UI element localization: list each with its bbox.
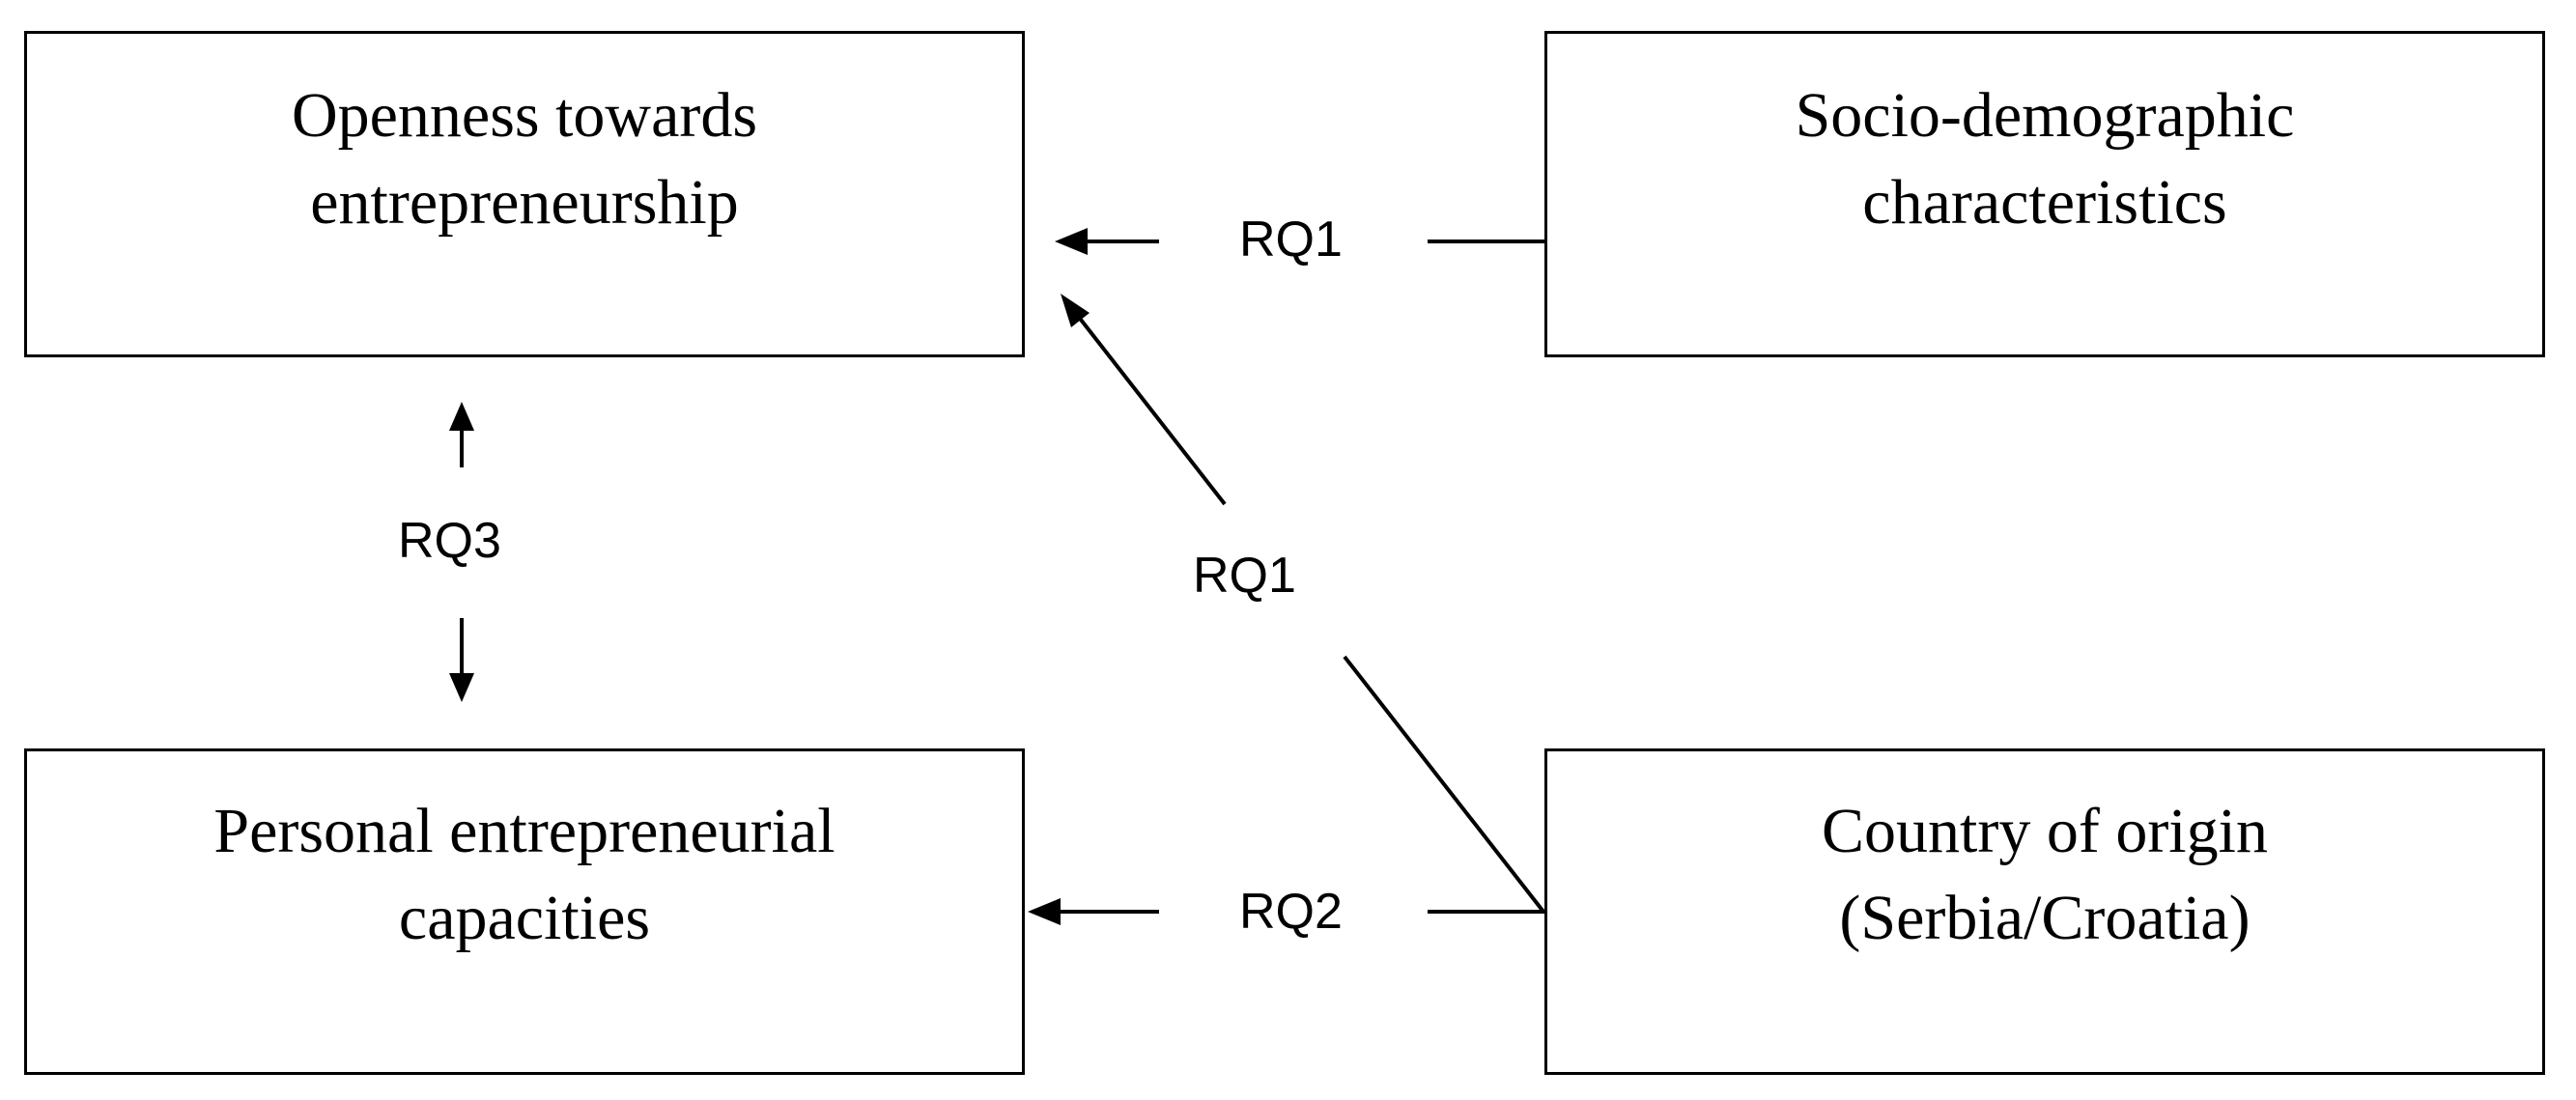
personal-capacities-box: Personal entrepreneurial capacities — [24, 748, 1025, 1075]
openness-label-line1: Openness towards — [291, 80, 758, 151]
socio-label-line1: Socio-demographic — [1795, 80, 2295, 151]
rq2-label: RQ2 — [1239, 884, 1343, 940]
rq2-arrowhead — [1028, 898, 1061, 925]
country-label-line2: (Serbia/Croatia) — [1839, 883, 2250, 953]
socio-label-line2: characteristics — [1862, 167, 2227, 238]
socio-demographic-box: Socio-demographic characteristics — [1544, 31, 2545, 357]
rq1-diag-arrowhead — [1061, 294, 1090, 327]
openness-box: Openness towards entrepreneurship — [24, 31, 1025, 357]
country-of-origin-box: Country of origin (Serbia/Croatia) — [1544, 748, 2545, 1075]
rq1-diag-lower-line — [1343, 655, 1545, 914]
personal-label-line2: capacities — [398, 883, 651, 953]
personal-label-line1: Personal entrepreneurial — [213, 796, 835, 866]
openness-label-line2: entrepreneurship — [310, 167, 739, 238]
rq1-top-arrowhead — [1055, 228, 1088, 255]
rq3-up-arrowhead — [449, 402, 474, 431]
rq3-label: RQ3 — [398, 513, 501, 569]
rq3-down-arrowhead — [449, 673, 474, 702]
country-label-line1: Country of origin — [1822, 796, 2268, 866]
rq1-diagonal-label: RQ1 — [1193, 548, 1296, 604]
rq1-top-label: RQ1 — [1239, 212, 1343, 268]
rq1-diag-upper-line — [1072, 309, 1227, 506]
